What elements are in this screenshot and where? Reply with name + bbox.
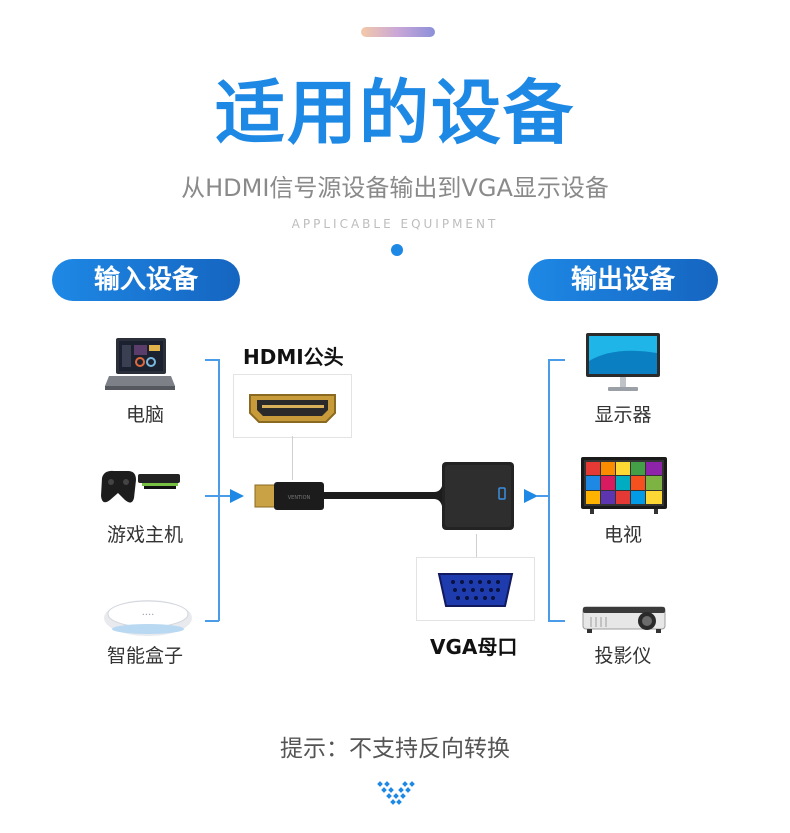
projector-icon <box>581 601 667 635</box>
decorative-dot <box>391 244 403 256</box>
footer-hint: 提示：不支持反向转换 <box>280 736 510 762</box>
monitor-icon <box>584 331 662 393</box>
device-label-laptop: 电脑 <box>125 404 164 426</box>
output-devices-heading: 输出设备 <box>528 259 718 301</box>
page-subtitle: 从HDMI信号源设备输出到VGA显示设备 <box>181 174 609 202</box>
vga-connector-closeup <box>416 557 535 621</box>
input-devices-heading: 输入设备 <box>52 259 240 301</box>
vga-callout-line <box>476 534 477 558</box>
smart-box-icon: ∙∙∙∙ <box>103 596 193 638</box>
device-label-projector: 投影仪 <box>594 645 652 667</box>
decorative-top-bar <box>361 27 435 37</box>
output-bracket-vertical <box>548 359 550 621</box>
hdmi-callout-line <box>292 436 293 480</box>
tv-icon <box>580 456 668 516</box>
vga-connector-label: VGA母口 <box>430 635 518 659</box>
page-title: 适用的设备 <box>215 72 575 154</box>
svg-text:VENTION: VENTION <box>288 495 311 501</box>
output-bracket-bottom <box>548 620 565 622</box>
input-bracket-bottom <box>205 620 219 622</box>
hdmi-to-vga-adapter: VENTION <box>252 456 527 536</box>
input-bracket-vertical <box>218 359 220 621</box>
device-label-game-console: 游戏主机 <box>106 524 183 546</box>
device-label-tv: 电视 <box>603 524 642 546</box>
device-label-smart-box: 智能盒子 <box>106 645 183 667</box>
arrow-right-icon <box>230 489 244 503</box>
output-bracket-top <box>548 359 565 361</box>
hdmi-connector-label: HDMI公头 <box>243 345 344 369</box>
input-bracket-stem <box>205 495 232 497</box>
hdmi-connector-closeup <box>233 374 352 438</box>
game-console-icon <box>98 468 180 510</box>
arrow-right-icon <box>524 489 538 503</box>
output-bracket-stem <box>536 495 550 497</box>
device-label-monitor: 显示器 <box>594 404 652 426</box>
svg-text:∙∙∙∙: ∙∙∙∙ <box>142 612 155 618</box>
chevron-down-icon <box>377 781 415 807</box>
page-subtitle-en: APPLICABLE EQUIPMENT <box>291 217 499 231</box>
input-bracket-top <box>205 359 219 361</box>
laptop-icon <box>105 336 175 394</box>
